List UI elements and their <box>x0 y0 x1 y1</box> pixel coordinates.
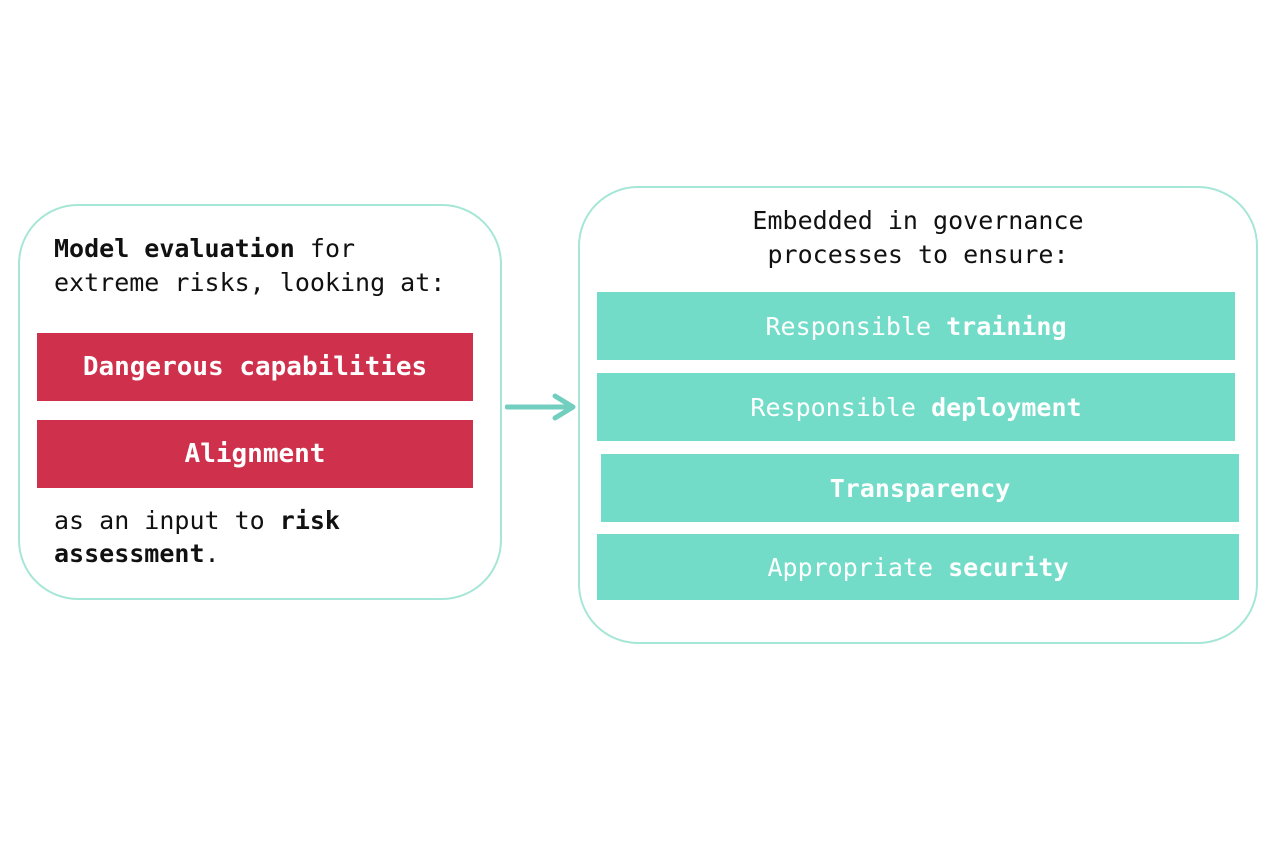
arrow-right-icon <box>505 393 576 421</box>
outro-bold-2: assessment <box>54 539 205 568</box>
governance-title-line-1: Embedded in governance <box>752 206 1084 235</box>
governance-title: Embedded in governance processes to ensu… <box>580 204 1256 272</box>
responsible-training-bar: Responsible training <box>597 292 1235 360</box>
bar-bold-text: training <box>946 311 1067 341</box>
governance-panel: Embedded in governance processes to ensu… <box>578 186 1258 644</box>
outro-suffix: . <box>204 539 220 568</box>
outro-line-2: assessment. <box>54 537 340 570</box>
governance-title-line-2: processes to ensure: <box>767 240 1069 269</box>
transparency-bar: Transparency <box>601 454 1239 522</box>
alignment-bar: Alignment <box>37 420 473 488</box>
dangerous-capabilities-bar: Dangerous capabilities <box>37 333 473 401</box>
intro-line-1: Model evaluation for <box>54 232 445 266</box>
outro-prefix: as an input to <box>54 506 265 535</box>
bar-bold-text: deployment <box>931 392 1082 422</box>
bar-normal-text: Appropriate <box>767 552 934 582</box>
outro-line-1: as an input to risk <box>54 504 340 537</box>
intro-bold: Model evaluation <box>54 234 295 263</box>
bar-bold-text: Transparency <box>829 473 1011 503</box>
evaluation-outro-text: as an input to risk assessment. <box>54 504 340 570</box>
bar-bold-text: security <box>948 552 1069 582</box>
responsible-deployment-bar: Responsible deployment <box>597 373 1235 441</box>
appropriate-security-bar: Appropriate security <box>597 534 1239 600</box>
evaluation-intro-text: Model evaluation for extreme risks, look… <box>54 232 445 300</box>
bar-normal-text: Responsible <box>750 392 916 422</box>
bar-normal-text: Responsible <box>765 311 932 341</box>
evaluation-panel: Model evaluation for extreme risks, look… <box>18 204 502 600</box>
outro-bold-1: risk <box>279 506 340 535</box>
intro-rest: for <box>309 234 356 263</box>
intro-line-2: extreme risks, looking at: <box>54 268 446 297</box>
